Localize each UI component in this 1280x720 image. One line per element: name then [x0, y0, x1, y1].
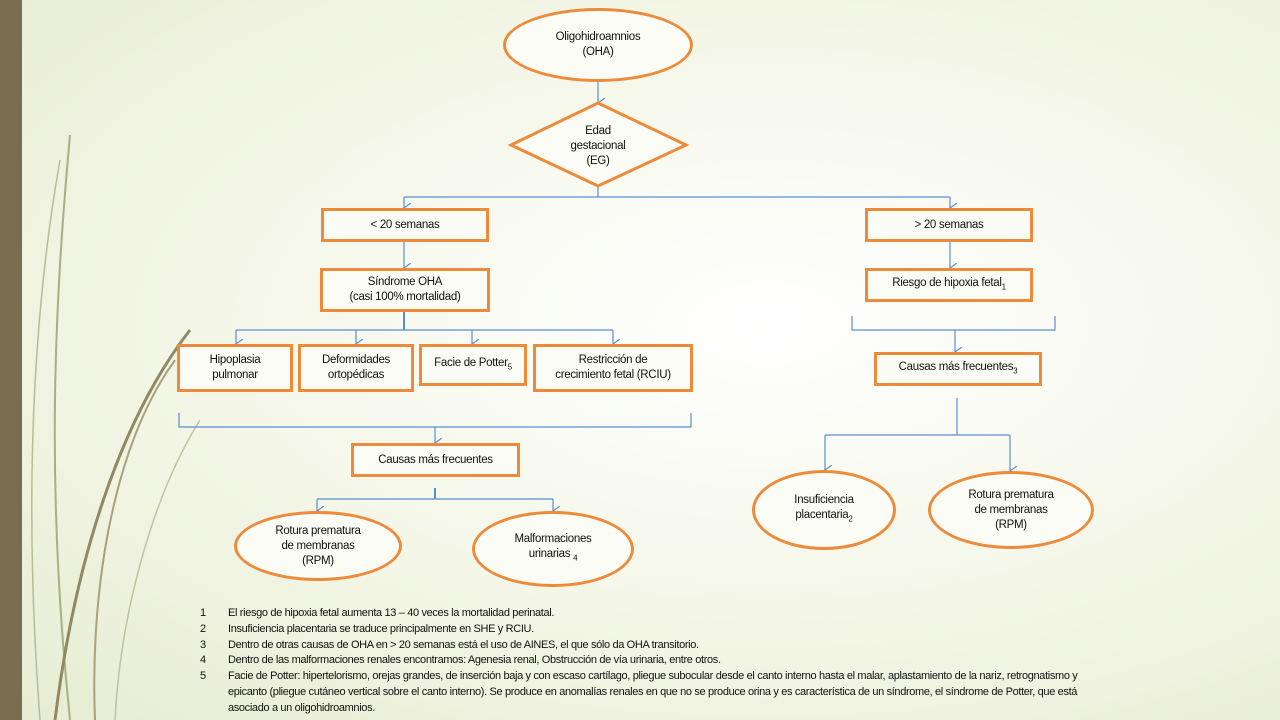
- node-menos-20-semanas: < 20 semanas: [321, 208, 489, 242]
- footnote-1: 1 El riesgo de hipoxia fetal aumenta 13 …: [200, 606, 1080, 622]
- footnote-ref-3: 3: [1013, 366, 1018, 376]
- node-hipoplasia-pulmonar: Hipoplasia pulmonar: [177, 344, 293, 392]
- node-causas-frecuentes-right: Causas más frecuentes3: [874, 352, 1042, 386]
- footnote-4-text: Dentro de las malformaciones renales enc…: [228, 654, 721, 667]
- node-rpm-left: Rotura prematura de membranas (RPM): [234, 511, 402, 581]
- footnote-ref-5: 5: [507, 362, 512, 372]
- footnote-4: 4 Dentro de las malformaciones renales e…: [200, 653, 1080, 669]
- node-facie-potter: Facie de Potter5: [419, 344, 527, 386]
- node-hipoplasia-pulmonar-label: Hipoplasia pulmonar: [209, 354, 261, 381]
- node-riesgo-hipoxia-text: Riesgo de hipoxia fetal1: [892, 276, 1006, 294]
- node-causas-frecuentes-left: Causas más frecuentes: [351, 443, 520, 477]
- footnote-3-text: Dentro de otras causas de OHA en > 20 se…: [228, 638, 699, 651]
- footnote-5-text: Facie de Potter: hipertelorismo, orejas …: [228, 670, 1078, 714]
- footnote-2: 2 Insuficiencia placentaria se traduce p…: [200, 622, 1080, 638]
- footnote-1-text: El riesgo de hipoxia fetal aumenta 13 – …: [228, 607, 555, 619]
- node-rciu: Restricción de crecimiento fetal (RCIU): [533, 344, 693, 392]
- node-mas-20-semanas: > 20 semanas: [865, 208, 1033, 242]
- footnote-3-number: 3: [200, 638, 206, 651]
- footnote-ref-2: 2: [848, 514, 853, 524]
- footnote-2-text: Insuficiencia placentaria se traduce pri…: [228, 622, 534, 635]
- node-insuficiencia-placentaria-text: Insuficiencia placentaria2: [794, 493, 854, 526]
- footnotes: 1 El riesgo de hipoxia fetal aumenta 13 …: [200, 606, 1080, 717]
- footnote-3: 3 Dentro de otras causas de OHA en > 20 …: [200, 638, 1080, 654]
- node-insuficiencia-placentaria-label: Insuficiencia placentaria: [794, 494, 854, 522]
- node-sindrome-oha-label: Síndrome OHA (casi 100% mortalidad): [349, 276, 461, 303]
- node-facie-potter-text: Facie de Potter5: [434, 356, 512, 374]
- node-riesgo-hipoxia-label: Riesgo de hipoxia fetal: [892, 276, 1002, 289]
- node-rciu-label: Restricción de crecimiento fetal (RCIU): [555, 354, 671, 381]
- node-malformaciones-urinarias-label: Malformaciones urinarias: [514, 533, 592, 561]
- node-mas-20-semanas-label: > 20 semanas: [914, 218, 984, 231]
- node-insuficiencia-placentaria: Insuficiencia placentaria2: [752, 470, 896, 550]
- node-sindrome-oha: Síndrome OHA (casi 100% mortalidad): [320, 268, 490, 312]
- node-facie-potter-label: Facie de Potter: [434, 356, 508, 369]
- footnote-ref-4: 4: [573, 553, 578, 563]
- decorative-grass-stems: [31, 134, 200, 720]
- node-causas-frecuentes-right-label: Causas más frecuentes: [898, 360, 1014, 373]
- edad-gestacional-diamond: [507, 101, 690, 188]
- footnote-ref-1: 1: [1001, 282, 1006, 292]
- node-rpm-right: Rotura prematura de membranas (RPM): [928, 471, 1094, 549]
- node-oligohidroamnios-label: Oligohidroamnios (OHA): [555, 31, 641, 58]
- footnote-2-number: 2: [200, 622, 206, 635]
- decorative-side-bar: [0, 0, 22, 720]
- node-malformaciones-urinarias-text: Malformaciones urinarias 4: [515, 532, 592, 565]
- node-deformidades-ortopedicas-label: Deformidades ortopédicas: [322, 354, 390, 381]
- node-edad-gestacional-label: Edad gestacional (EG): [570, 124, 626, 167]
- footnote-1-number: 1: [200, 607, 206, 619]
- node-rpm-right-label: Rotura prematura de membranas (RPM): [968, 488, 1054, 531]
- footnote-5: 5 Facie de Potter: hipertelorismo, oreja…: [200, 669, 1080, 716]
- node-riesgo-hipoxia: Riesgo de hipoxia fetal1: [865, 268, 1033, 302]
- node-causas-frecuentes-left-label: Causas más frecuentes: [378, 453, 493, 466]
- node-menos-20-semanas-label: < 20 semanas: [370, 218, 440, 231]
- node-malformaciones-urinarias: Malformaciones urinarias 4: [472, 511, 634, 587]
- node-edad-gestacional: Edad gestacional (EG): [540, 118, 656, 174]
- node-rpm-left-label: Rotura prematura de membranas (RPM): [275, 524, 361, 567]
- node-oligohidroamnios: Oligohidroamnios (OHA): [503, 8, 693, 82]
- node-deformidades-ortopedicas: Deformidades ortopédicas: [298, 344, 414, 392]
- node-causas-frecuentes-right-text: Causas más frecuentes3: [899, 360, 1018, 378]
- footnote-4-number: 4: [200, 654, 206, 667]
- footnote-5-number: 5: [200, 670, 206, 683]
